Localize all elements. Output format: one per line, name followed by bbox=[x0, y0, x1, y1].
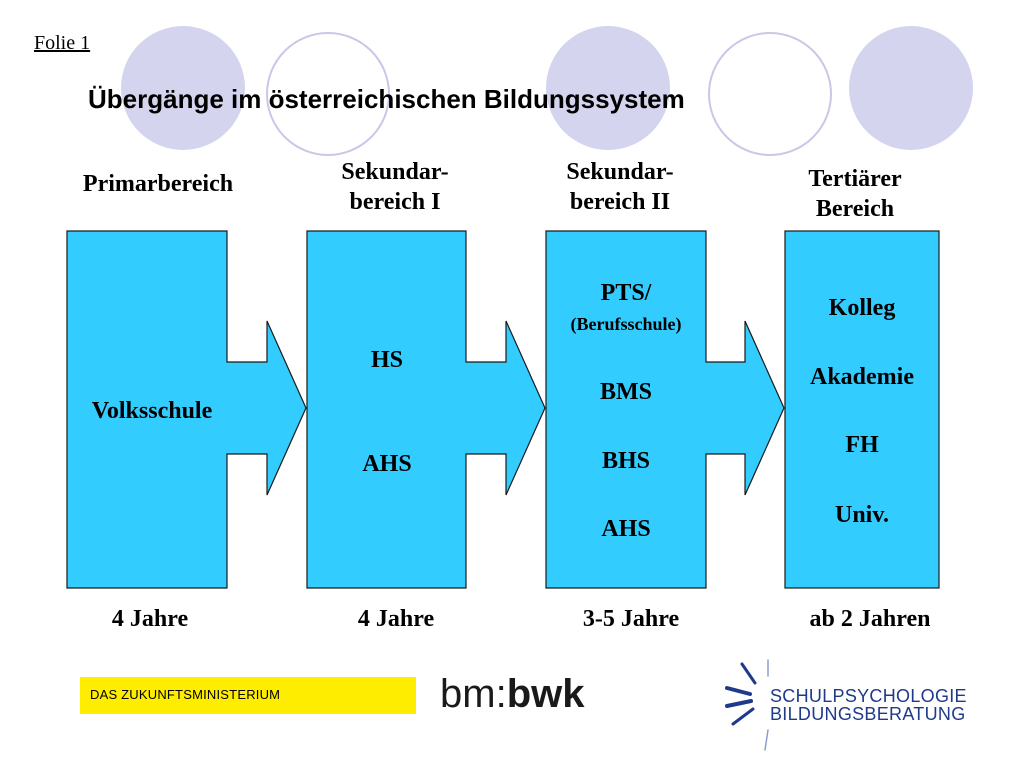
school-fh: FH bbox=[845, 432, 879, 458]
heading-line: Sekundar- bbox=[341, 159, 449, 185]
partner-line-1: SCHULPSYCHOLOGIE bbox=[770, 686, 967, 706]
decorative-circles bbox=[121, 26, 973, 156]
heading-line: Bereich bbox=[815, 196, 895, 222]
heading-line: bereich I bbox=[349, 189, 441, 215]
ministry-slogan: DAS ZUKUNFTSMINISTERIUM bbox=[90, 687, 281, 702]
stage-heading-sek1: Sekundar- bereich I bbox=[295, 157, 495, 217]
duration-sek2: 3-5 Jahre bbox=[582, 606, 680, 632]
duration-sek1: 4 Jahre bbox=[357, 606, 435, 632]
school-berufsschule: (Berufsschule) bbox=[570, 314, 682, 334]
heading-line: bereich II bbox=[569, 189, 671, 215]
slide-number-label: Folie 1 bbox=[34, 32, 91, 54]
stage-box-4 bbox=[784, 230, 940, 589]
school-bms: BMS bbox=[599, 379, 652, 405]
school-akademie: Akademie bbox=[810, 364, 914, 390]
school-bhs: BHS bbox=[601, 448, 651, 474]
school-kolleg: Kolleg bbox=[828, 295, 896, 321]
decor-circle-outline-2 bbox=[708, 32, 832, 156]
duration-primar: 4 Jahre bbox=[111, 606, 189, 632]
schulpsychologie-logo-icon bbox=[725, 659, 769, 751]
schulpsychologie-logo-text: SCHULPSYCHOLOGIE BILDUNGSBERATUNG bbox=[770, 687, 967, 723]
decor-circle-outline-1 bbox=[266, 32, 390, 156]
school-ahs-sek2: AHS bbox=[601, 516, 651, 542]
school-ahs-sek1: AHS bbox=[362, 451, 412, 477]
stage-box-arrow-3 bbox=[545, 230, 785, 589]
partner-line-2: BILDUNGSBERATUNG bbox=[770, 704, 966, 724]
decor-circle-filled-2 bbox=[546, 26, 670, 150]
ministry-slogan-band: DAS ZUKUNFTSMINISTERIUM bbox=[80, 677, 416, 714]
stage-box-arrow-1 bbox=[66, 230, 307, 589]
heading-line: Sekundar- bbox=[566, 159, 674, 185]
stage-box-arrow-2 bbox=[306, 230, 546, 589]
stage-heading-tertiaer: Tertiärer Bereich bbox=[755, 164, 955, 224]
school-hs: HS bbox=[370, 347, 403, 373]
stage-heading-primar: Primarbereich bbox=[58, 169, 258, 199]
slide-title: Übergänge im österreichischen Bildungssy… bbox=[88, 84, 685, 114]
bmbwk-logo-part2: bwk bbox=[506, 672, 585, 716]
bmbwk-logo-part1: bm: bbox=[440, 672, 507, 716]
stage-heading-sek2: Sekundar- bereich II bbox=[520, 157, 720, 217]
bmbwk-logo: bm:bwk bbox=[440, 672, 584, 717]
decor-circle-filled-3 bbox=[849, 26, 973, 150]
heading-line: Tertiärer bbox=[808, 166, 902, 192]
school-volksschule: Volksschule bbox=[91, 398, 213, 424]
school-pts: PTS/ bbox=[600, 280, 652, 306]
school-univ: Univ. bbox=[834, 502, 890, 528]
duration-tertiaer: ab 2 Jahren bbox=[809, 606, 931, 632]
decor-circle-filled-1 bbox=[121, 26, 245, 150]
heading-line: Primarbereich bbox=[82, 171, 234, 197]
